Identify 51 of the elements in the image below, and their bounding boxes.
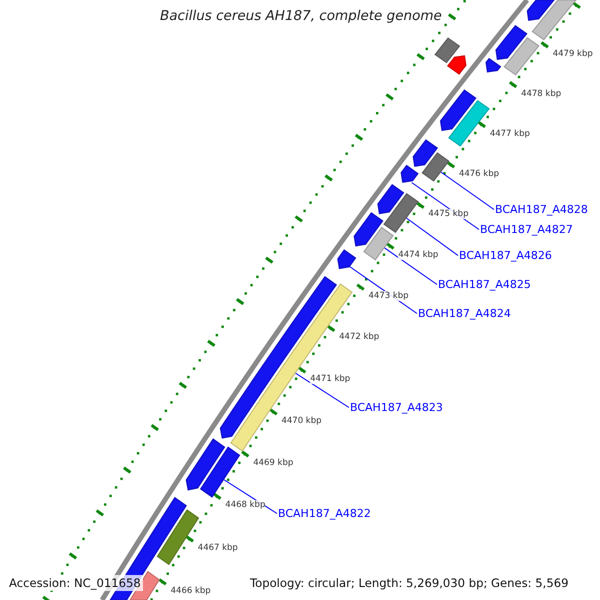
scale-label: 4474 kbp	[398, 250, 438, 260]
scale-label: 4472 kbp	[339, 332, 380, 342]
gene-label: BCAH187_A4828	[495, 203, 588, 216]
scale-label: 4470 kbp	[281, 416, 322, 426]
gene-feature	[532, 0, 578, 40]
scale-label: 4478 kbp	[521, 88, 562, 99]
gene-feature	[363, 226, 394, 260]
gene-feature	[440, 89, 477, 132]
gene-feature	[156, 509, 200, 566]
gene-feature	[448, 100, 490, 147]
map-title: Bacillus cereus AH187, complete genome	[160, 8, 442, 24]
leader-line	[223, 479, 278, 514]
scale-label: 4479 kbp	[552, 48, 593, 59]
gene-feature	[446, 55, 466, 75]
gene-label: BCAH187_A4823	[350, 401, 443, 414]
scale-label: 4473 kbp	[368, 291, 409, 302]
gene-label: BCAH187_A4827	[480, 223, 573, 236]
leader-line	[440, 172, 494, 210]
gene-feature	[337, 249, 356, 270]
leader-line	[349, 266, 418, 314]
scale-label: 4467 kbp	[198, 542, 238, 553]
gene-feature	[504, 37, 540, 76]
scale-label: 4471 kbp	[310, 374, 350, 384]
leader-line	[295, 372, 350, 408]
scale-label: 4476 kbp	[458, 168, 499, 179]
gene-feature	[186, 438, 226, 490]
gene-feature	[354, 212, 384, 246]
gene-feature	[526, 0, 556, 21]
leader-line	[411, 182, 480, 230]
gene-feature	[200, 446, 240, 498]
gene-feature	[434, 37, 460, 64]
scale-label: 4475 kbp	[428, 209, 468, 220]
scale-label: 4468 kbp	[225, 500, 266, 510]
gene-feature	[422, 152, 450, 182]
gene-feature	[412, 139, 438, 167]
scale-label: 4477 kbp	[490, 128, 530, 139]
gene-label: BCAH187_A4824	[418, 307, 511, 320]
gene-feature	[383, 193, 419, 234]
gene-feature	[495, 24, 528, 60]
leader-line	[406, 218, 458, 256]
gene-feature	[485, 58, 502, 73]
gene-label: BCAH187_A4825	[438, 278, 531, 291]
leader-line	[384, 247, 438, 285]
scale-label: 4469 kbp	[253, 458, 294, 468]
info-text: Accession: NC_011658	[7, 575, 143, 591]
gene-label: BCAH187_A4822	[278, 507, 371, 520]
scale-label: 4466 kbp	[170, 586, 211, 596]
gene-feature	[400, 164, 419, 183]
gene-feature	[377, 184, 404, 214]
info-text: Topology: circular; Length: 5,269,030 bp; Genes: 5,569	[248, 575, 570, 591]
gene-label: BCAH187_A4826	[459, 249, 552, 262]
